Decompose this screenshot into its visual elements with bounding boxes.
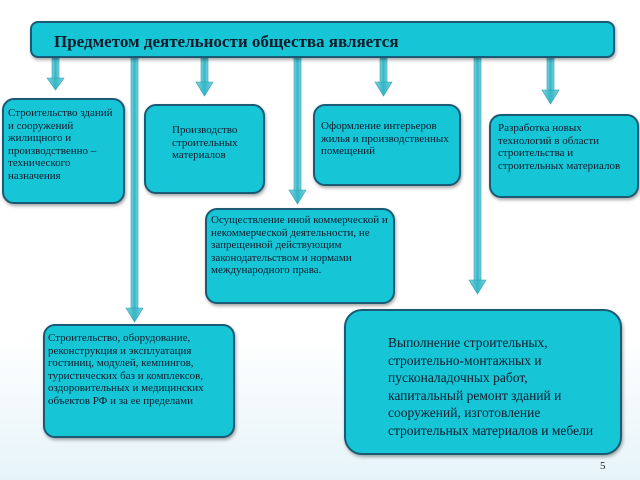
activity-box-text: Оформление интерьеров жилья и производст…	[321, 120, 449, 157]
activity-box-text: Разработка новых технологий в области ст…	[498, 122, 621, 172]
activity-box: Выполнение строительных, строительно-мон…	[344, 309, 622, 455]
arrow-down-icon	[541, 57, 560, 105]
page-number: 5	[600, 460, 606, 472]
activity-box-text: Строительство, оборудование, реконструкц…	[48, 332, 204, 407]
arrow-down-icon	[374, 57, 393, 97]
activity-box: Производство строительных материалов	[144, 104, 265, 194]
activity-box-text: Осуществление иной коммерческой и некомм…	[211, 214, 388, 276]
activity-box-text: Строительство зданий и сооружений жилищн…	[8, 107, 113, 182]
activity-box-text: Выполнение строительных, строительно-мон…	[388, 335, 594, 438]
activity-box: Оформление интерьеров жилья и производст…	[313, 104, 461, 186]
activity-box-text: Производство строительных материалов	[172, 124, 238, 161]
activity-box: Строительство зданий и сооружений жилищн…	[2, 98, 125, 204]
activity-box: Разработка новых технологий в области ст…	[489, 114, 639, 198]
activity-box: Строительство, оборудование, реконструкц…	[43, 324, 235, 438]
arrow-down-icon	[468, 57, 487, 295]
arrow-down-icon	[46, 57, 65, 91]
activity-box: Осуществление иной коммерческой и некомм…	[205, 208, 395, 304]
diagram-title: Предметом деятельности общества является	[30, 21, 615, 58]
arrow-down-icon	[288, 57, 307, 205]
arrow-down-icon	[195, 57, 214, 97]
diagram-title-text: Предметом деятельности общества является	[54, 32, 399, 51]
arrow-down-icon	[125, 57, 144, 323]
